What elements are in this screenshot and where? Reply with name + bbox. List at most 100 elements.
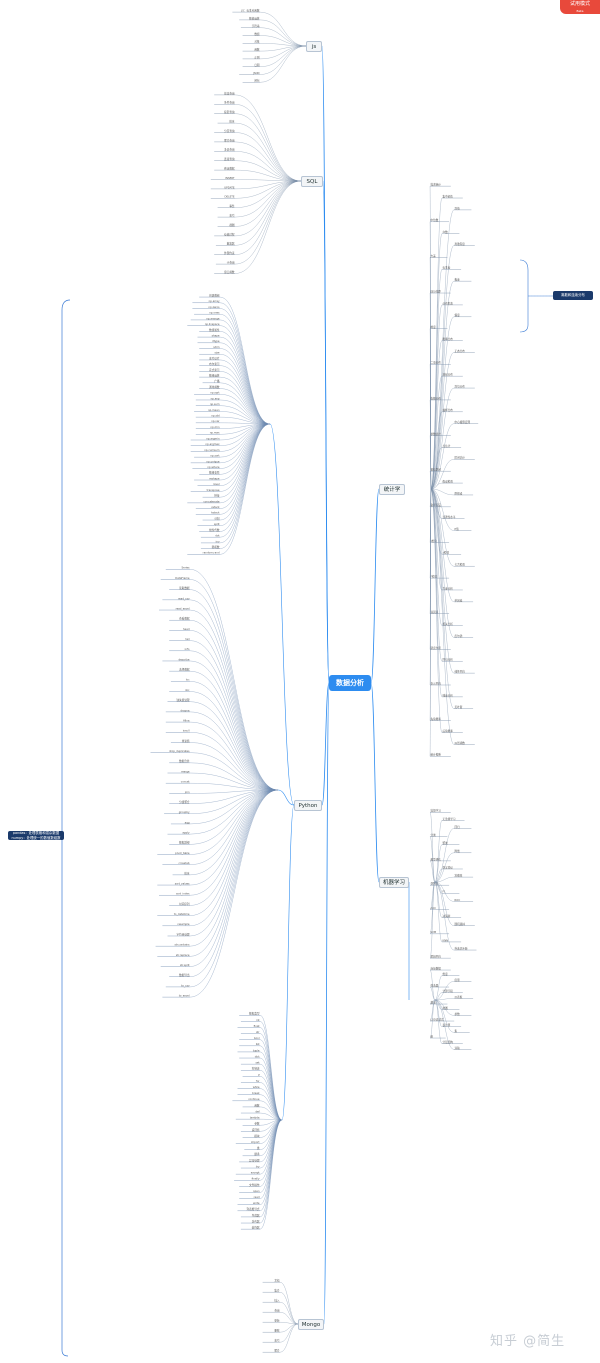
leaf-node[interactable]: 概率分布 (442, 337, 463, 341)
leaf-node[interactable]: np.linspace (187, 322, 220, 326)
leaf-node[interactable]: 分类 (430, 833, 448, 837)
leaf-node[interactable]: finally (234, 1177, 260, 1181)
leaf-node[interactable]: 仪表板 (454, 995, 474, 999)
leaf-node[interactable]: np.unique (190, 459, 220, 463)
leaf-node[interactable]: 维度 (442, 972, 460, 976)
leaf-node[interactable]: list (239, 1042, 260, 1046)
leaf-node[interactable]: 返回值 (240, 1128, 260, 1132)
leaf-node[interactable]: 显著性水平 (442, 515, 465, 519)
leaf-node[interactable]: 索引 (217, 214, 235, 218)
leaf-node[interactable]: break (237, 1091, 261, 1095)
leaf-node[interactable]: 时间序列 (169, 902, 190, 906)
leaf-node[interactable]: 抽样分布 (442, 408, 463, 412)
leaf-node[interactable]: int (240, 1018, 260, 1022)
leaf-node[interactable]: 召回率 (430, 882, 450, 886)
leaf-node[interactable]: 偏度 (454, 313, 472, 317)
leaf-node[interactable]: sort_values (157, 881, 190, 885)
branch-node-statistics[interactable]: 统计学 (379, 484, 405, 495)
leaf-node[interactable]: 回归分析 (442, 658, 463, 662)
leaf-node[interactable]: 模型评估 (430, 857, 451, 861)
leaf-node[interactable]: drop_duplicates (150, 749, 191, 753)
leaf-node[interactable]: 更新 (262, 1319, 280, 1323)
leaf-node[interactable]: 无监督学习 (442, 817, 465, 821)
leaf-node[interactable]: 花式索引 (199, 368, 220, 372)
leaf-node[interactable]: 筛选器 (430, 983, 450, 987)
leaf-node[interactable]: str.split (160, 963, 190, 967)
leaf-node[interactable]: 贝叶斯 (454, 705, 474, 709)
branch-node-js[interactable]: js (306, 41, 322, 52)
leaf-node[interactable]: 数组属性 (199, 328, 220, 332)
leaf-node[interactable]: DataFrame (160, 576, 190, 580)
leaf-node[interactable]: z检验 (442, 551, 462, 555)
leaf-node[interactable]: 视图 (217, 223, 235, 227)
leaf-node[interactable]: apply (167, 831, 191, 835)
leaf-node[interactable]: info (169, 647, 190, 651)
leaf-node[interactable]: continue (232, 1097, 260, 1101)
leaf-node[interactable]: np.where (192, 465, 220, 469)
leaf-node[interactable]: 假设检验 (442, 479, 463, 483)
leaf-node[interactable]: 对象 (242, 40, 260, 44)
leaf-node[interactable]: 控制流 (240, 1067, 260, 1071)
leaf-node[interactable]: while (237, 1085, 261, 1089)
leaf-node[interactable]: 数组变形 (199, 471, 220, 475)
leaf-node[interactable]: 生成器 (240, 1213, 260, 1217)
leaf-node[interactable]: 准确率 (454, 873, 474, 877)
leaf-node[interactable]: 外键约束 (214, 251, 235, 255)
leaf-node[interactable]: 双轴 (454, 1046, 472, 1050)
leaf-node[interactable]: 模块 (242, 1134, 260, 1138)
leaf-node[interactable]: to_datetime (157, 912, 190, 916)
leaf-node[interactable]: 逻辑回归 (430, 955, 451, 959)
leaf-node[interactable]: 斯皮尔曼 (430, 646, 451, 650)
leaf-node[interactable]: 迭代器 (240, 1219, 260, 1223)
leaf-node[interactable]: sort_index (159, 892, 190, 896)
leaf-node[interactable]: pivot_table (157, 851, 190, 855)
leaf-node[interactable]: fillna (165, 718, 190, 722)
leaf-node[interactable]: 分页查询 (214, 129, 235, 133)
leaf-node[interactable]: concatenate (187, 499, 220, 503)
leaf-node[interactable]: 窗口函数 (214, 270, 235, 274)
leaf-node[interactable]: groupby (164, 810, 190, 814)
leaf-node[interactable]: set (240, 1061, 260, 1065)
leaf-node[interactable]: loc (170, 678, 190, 682)
leaf-node[interactable]: ndim (199, 345, 220, 349)
leaf-node[interactable]: JS：标准库函数 (232, 9, 260, 13)
leaf-node[interactable]: 通用函数 (199, 385, 220, 389)
leaf-node[interactable]: 重复值 (170, 739, 190, 743)
leaf-node[interactable]: 后验概率 (442, 729, 463, 733)
leaf-node[interactable]: 四分位距 (430, 289, 451, 293)
leaf-node[interactable]: 创建数组 (199, 293, 220, 297)
leaf-node[interactable]: merge (167, 770, 191, 773)
leaf-node[interactable]: np.arange (190, 317, 220, 320)
leaf-node[interactable]: resample (162, 922, 190, 926)
leaf-node[interactable]: head (169, 627, 190, 631)
leaf-node[interactable]: inv (200, 539, 220, 543)
leaf-node[interactable]: reshape (194, 476, 220, 480)
leaf-node[interactable]: np.ones (194, 312, 220, 315)
leaf-node[interactable]: split (197, 522, 221, 526)
leaf-node[interactable]: 查询 (262, 1309, 280, 1313)
leaf-node[interactable]: 查看数据 (169, 617, 190, 621)
leaf-node[interactable]: 装饰器 (240, 1226, 260, 1230)
leaf-node[interactable]: crosstab (162, 861, 190, 865)
leaf-node[interactable]: dict (239, 1054, 260, 1058)
leaf-node[interactable]: iloc (169, 688, 190, 692)
leaf-node[interactable]: 离散程度 (454, 242, 475, 246)
trial-mode-badge[interactable]: 试用模式 Beta (560, 0, 600, 14)
leaf-node[interactable]: 集 (454, 1029, 470, 1033)
leaf-node[interactable]: join (169, 790, 190, 794)
leaf-node[interactable]: 回归 (454, 825, 472, 829)
leaf-node[interactable]: 分布形态 (442, 301, 463, 305)
leaf-node[interactable]: SVM (430, 930, 450, 934)
leaf-node[interactable]: 缺失值处理 (167, 698, 191, 702)
leaf-node[interactable]: lambda (235, 1116, 260, 1120)
leaf-node[interactable]: 数组 (242, 32, 260, 36)
leaf-node[interactable]: F检验 (430, 574, 450, 578)
branch-node-sql[interactable]: SQL (301, 176, 323, 187)
leaf-node[interactable]: 皮尔逊 (454, 634, 474, 638)
leaf-node[interactable]: INSERT (210, 176, 235, 180)
leaf-node[interactable]: np.max (195, 432, 220, 435)
leaf-node[interactable]: 多元回归 (430, 681, 451, 685)
leaf-node[interactable]: bool (239, 1036, 260, 1040)
leaf-node[interactable]: 度量 (454, 978, 472, 982)
leaf-node[interactable]: agg (170, 821, 190, 824)
